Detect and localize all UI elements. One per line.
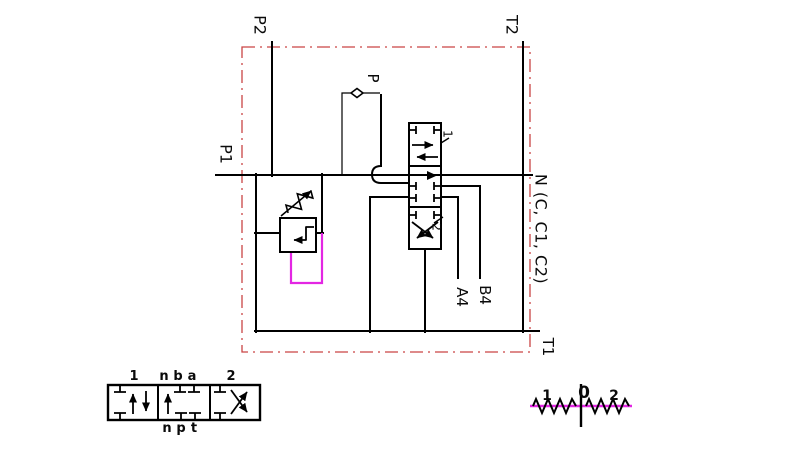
relief-internal-arrow (293, 226, 314, 244)
pilot-thin-line (341, 92, 380, 176)
pilot-test-point-icon (349, 87, 365, 99)
port-a4-label: A4 (453, 287, 471, 307)
spring-label-0: 0 (578, 383, 590, 403)
legend-box3-cross-arrow-b (230, 391, 248, 415)
port-p2-label: P2 (251, 15, 270, 35)
port-b4-label: B4 (476, 285, 494, 305)
relief-valve-body (279, 217, 317, 253)
valve-pos2-closed-ports (409, 211, 441, 219)
port-t2-label: T2 (503, 14, 522, 35)
valve-pos1-closed-ports (409, 126, 441, 134)
directional-valve: 1 2 (215, 122, 533, 250)
relief-valve (279, 190, 317, 253)
legend-body (106, 383, 262, 422)
legend-bottom-label-t: t (191, 421, 197, 436)
legend-dividers (157, 385, 211, 420)
spring-left-icon (532, 396, 577, 416)
pilot-hop-line (370, 94, 409, 184)
valve-dividers (409, 165, 441, 208)
port-labels: P2 T2 P1 P N (C, C1, C2) T1 A4 B4 (217, 14, 558, 356)
pilot-line (341, 87, 409, 184)
legend-bottom-label-n: n (162, 421, 171, 436)
valve-neutral-closed-ports (409, 182, 441, 202)
valve-pos1-tick (440, 137, 450, 144)
frame-line (369, 196, 410, 333)
legend-box2-closed-ports (174, 386, 201, 419)
boundary-box (241, 46, 531, 353)
valve-position-1-label: 1 (441, 130, 456, 138)
legend-top-label-1: 1 (129, 369, 138, 384)
spring-right-icon (585, 396, 630, 416)
spring-label-2: 2 (609, 388, 619, 404)
port-t1-label: T1 (539, 337, 557, 357)
b4-line (440, 185, 481, 279)
position-legend: 1 n b a 2 n p t (106, 369, 262, 436)
spring-indicator: 1 0 2 (530, 383, 632, 427)
port-n-label: N (C, C1, C2) (532, 174, 551, 284)
main-lines (254, 41, 540, 333)
valve-pos2-cross-arrow-b (411, 221, 434, 239)
port-p1-label: P1 (217, 144, 236, 164)
legend-top-label-2: 2 (226, 369, 235, 384)
relief-adjust-arrow (280, 190, 312, 217)
legend-bottom-label-p: p (176, 421, 185, 436)
legend-box3-closed-ports (214, 386, 226, 419)
legend-top-label-b: b (173, 369, 182, 384)
a4-line (440, 196, 459, 279)
legend-box1-closed-ports (114, 386, 126, 419)
p1-flow-arrowhead (427, 171, 437, 180)
valve-pos2-tick (433, 216, 444, 224)
spring-label-1: 1 (542, 388, 552, 404)
port-pilot-label: P (364, 73, 382, 82)
highlight-drain-line (289, 233, 324, 285)
legend-top-label-n: n (159, 369, 168, 384)
valve-position-2-label: 2 (430, 223, 445, 231)
legend-top-label-a: a (188, 369, 197, 384)
